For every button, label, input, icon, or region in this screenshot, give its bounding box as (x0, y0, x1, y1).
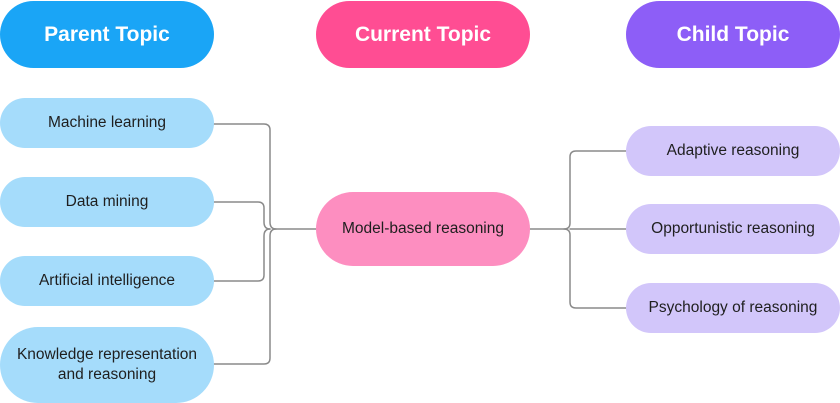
current-topic-label: Model-based reasoning (342, 220, 504, 237)
parent-node-data-mining[interactable]: Data mining (0, 177, 214, 227)
parent-topic-header: Parent Topic (0, 1, 214, 68)
child-node-label: Psychology of reasoning (648, 299, 818, 316)
parent-node-label: Data mining (65, 193, 149, 210)
child-node-label: Opportunistic reasoning (651, 220, 815, 237)
connector-parent-2 (213, 228, 271, 282)
parent-node-label: Knowledge representation and reasoning (16, 346, 198, 383)
parent-node-artificial-intelligence[interactable]: Artificial intelligence (0, 256, 214, 306)
child-node-opportunistic-reasoning[interactable]: Opportunistic reasoning (626, 204, 840, 254)
child-topic-header: Child Topic (626, 1, 840, 68)
parent-topic-header-label: Parent Topic (44, 22, 170, 46)
connector-parent-1 (213, 201, 271, 230)
connector-parent-0 (213, 123, 317, 230)
child-node-label: Adaptive reasoning (666, 142, 800, 159)
current-topic-node[interactable]: Model-based reasoning (316, 192, 530, 266)
child-node-adaptive-reasoning[interactable]: Adaptive reasoning (626, 126, 840, 176)
connector-child-0 (529, 150, 627, 230)
connector-child-2 (563, 228, 627, 309)
current-topic-header: Current Topic (316, 1, 530, 68)
child-topic-header-label: Child Topic (676, 22, 790, 46)
parent-node-label: Machine learning (47, 114, 167, 131)
current-topic-header-label: Current Topic (354, 22, 492, 46)
child-node-psychology-of-reasoning[interactable]: Psychology of reasoning (626, 283, 840, 333)
connector-parent-3 (213, 228, 277, 365)
parent-node-knowledge-representation[interactable]: Knowledge representation and reasoning (0, 327, 214, 403)
parent-node-label: Artificial intelligence (38, 272, 176, 289)
parent-node-machine-learning[interactable]: Machine learning (0, 98, 214, 148)
